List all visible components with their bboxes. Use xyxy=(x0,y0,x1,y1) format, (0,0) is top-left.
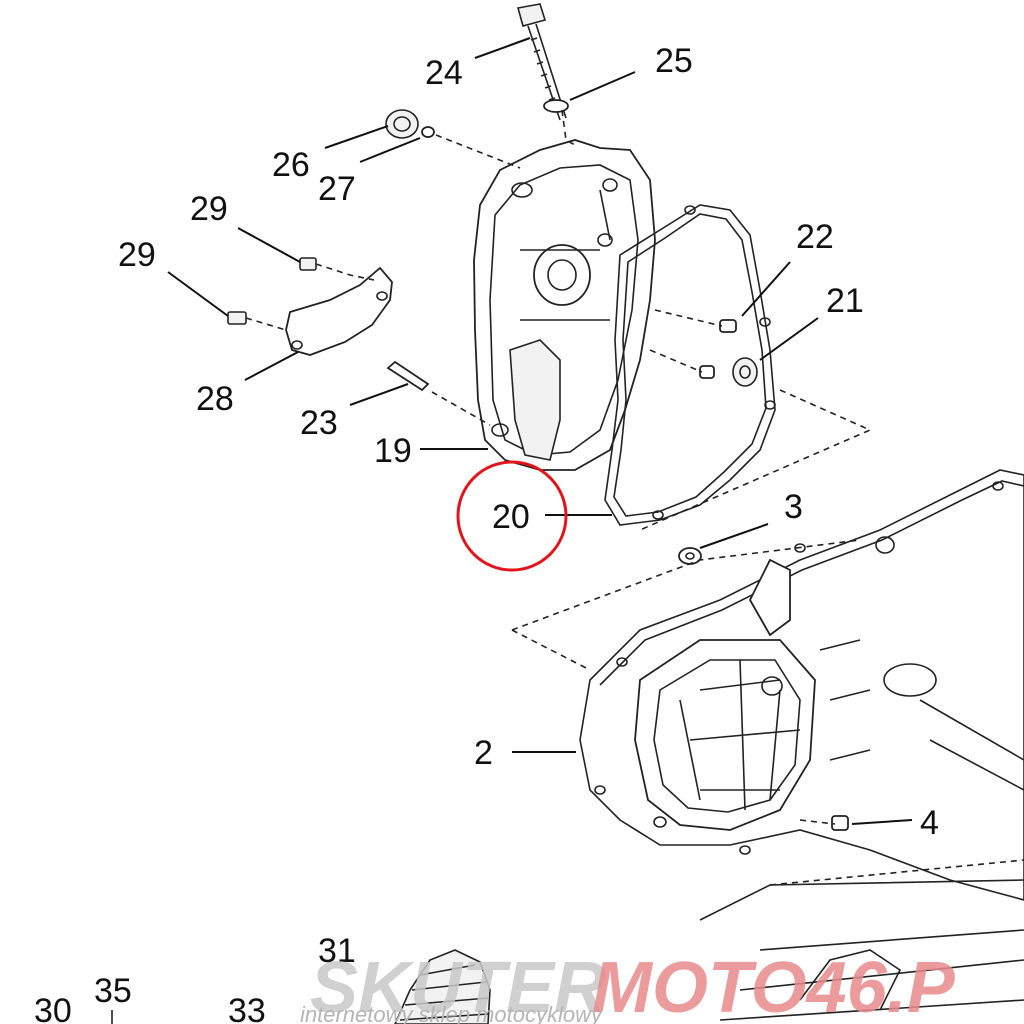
label-part-25: 25 xyxy=(655,42,693,80)
part-4-dowel xyxy=(831,815,849,831)
label-part-28: 28 xyxy=(196,380,234,418)
label-part-21: 21 xyxy=(826,282,864,320)
leader-lines xyxy=(167,37,913,825)
part-21-oil-seal xyxy=(732,357,758,387)
part-25-oring xyxy=(543,99,569,113)
part-2-transmission-cover xyxy=(579,469,1024,901)
part-22-dowel xyxy=(719,319,737,333)
watermark-text-grey: SKUTER xyxy=(310,948,606,1024)
part-dowel-lower xyxy=(699,365,715,379)
label-part-24: 24 xyxy=(425,54,463,92)
label-part-23: 23 xyxy=(300,404,338,442)
part-29-screw-a xyxy=(299,257,317,271)
label-part-3: 3 xyxy=(784,488,803,526)
watermark: SKUTER MOTO46.P internetowy sklep motocy… xyxy=(300,948,956,1024)
label-part-19: 19 xyxy=(374,432,412,470)
part-27-washer xyxy=(421,126,435,138)
label-part-29-a: 29 xyxy=(190,190,228,228)
highlight-circle xyxy=(456,460,568,572)
watermark-text-red: MOTO46.P xyxy=(592,948,956,1024)
label-part-2: 2 xyxy=(474,734,493,772)
part-labels: 24 25 26 27 29 29 28 23 19 20 22 21 3 2 … xyxy=(34,42,939,1024)
label-part-26: 26 xyxy=(272,146,310,184)
part-26-nut xyxy=(385,109,419,139)
label-part-4: 4 xyxy=(920,804,939,842)
watermark-subtitle: internetowy sklep motocyklowy xyxy=(300,1002,604,1024)
label-part-31: 31 xyxy=(318,932,356,970)
label-part-33: 33 xyxy=(228,992,266,1024)
label-part-22: 22 xyxy=(796,218,834,256)
lower-crankcase xyxy=(699,859,1024,1021)
part-23-bolt xyxy=(386,360,430,392)
label-part-30: 30 xyxy=(34,992,72,1024)
part-20-gasket xyxy=(604,204,776,526)
part-28-cover-plate xyxy=(285,266,393,356)
label-part-35: 35 xyxy=(94,972,132,1010)
label-part-20: 20 xyxy=(492,498,530,536)
part-3-washer xyxy=(678,547,702,565)
part-31-drive-belt xyxy=(394,949,491,1024)
label-part-27: 27 xyxy=(318,170,356,208)
assembly-lines xyxy=(245,109,872,825)
label-part-29-b: 29 xyxy=(118,236,156,274)
part-29-screw-b xyxy=(227,311,247,325)
part-19-crankcase-cover xyxy=(473,139,656,471)
